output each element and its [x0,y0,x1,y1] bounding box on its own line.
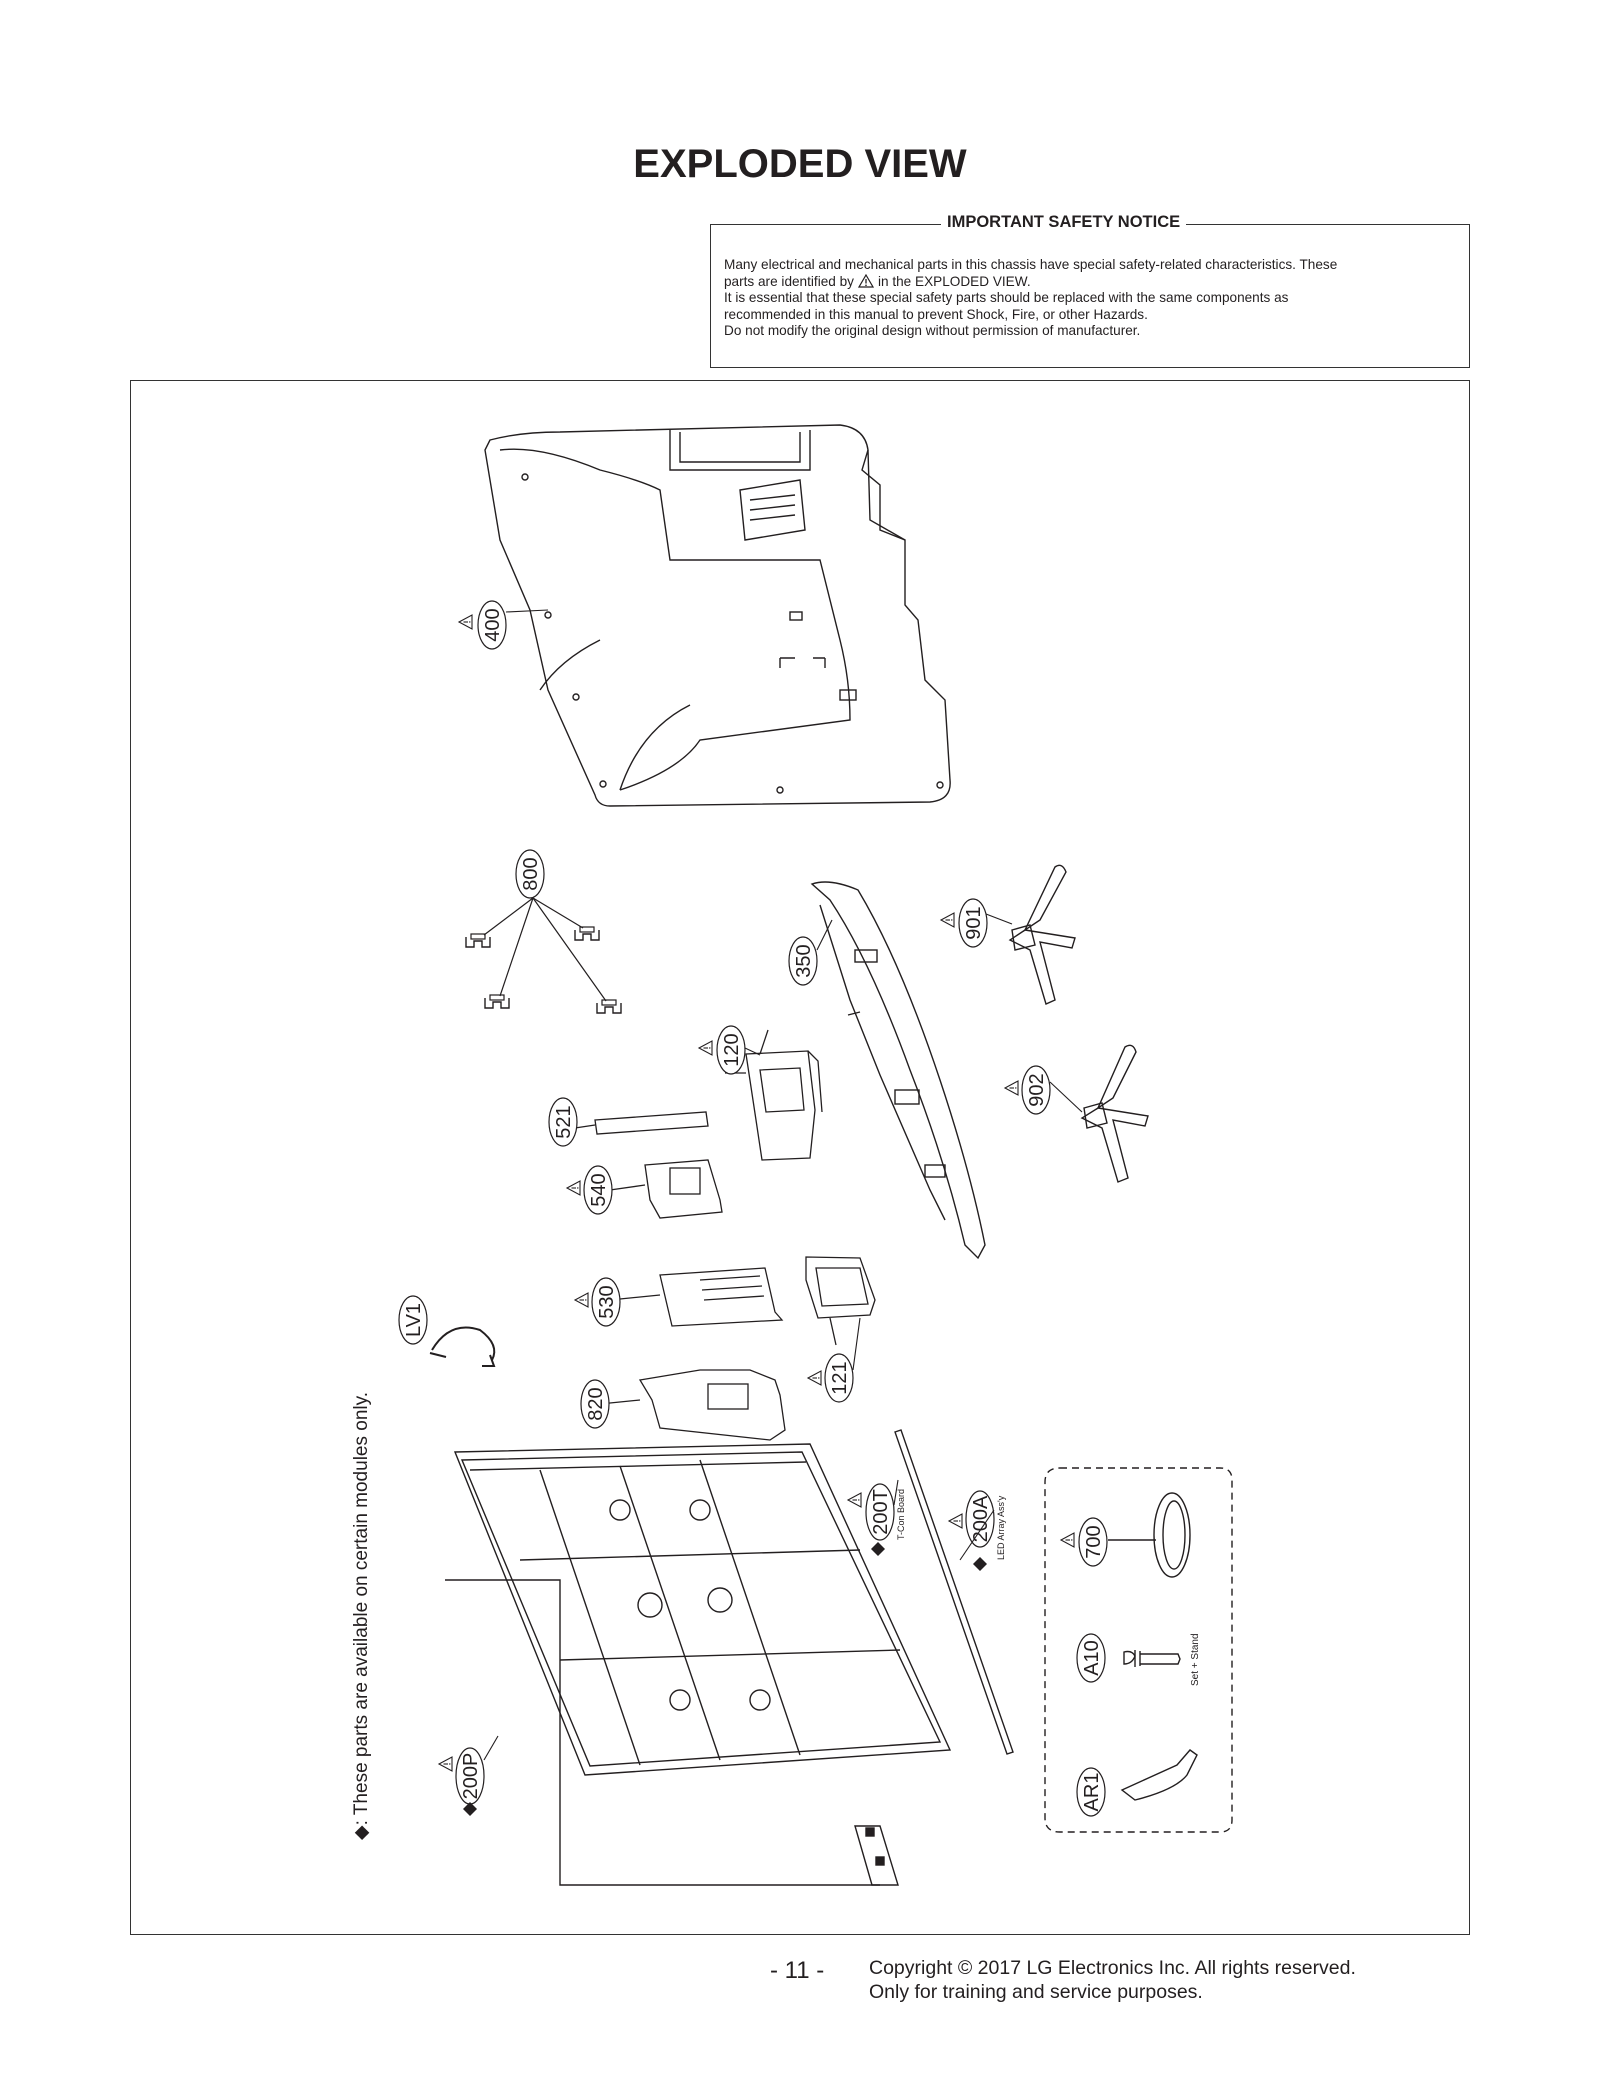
back-cover-drawing [484,424,951,807]
stand-foot-drawing [1008,864,1149,1183]
part-label-200t: 200T [865,1483,895,1541]
safety-notice-body: Many electrical and mechanical parts in … [724,257,1456,340]
notice-line-2-start: parts are identified by [724,273,854,289]
part-label-530: 530 [591,1277,621,1327]
modules-footnote: ◆: These parts are available on certain … [351,1392,372,1840]
lcd-module-drawing [445,1443,952,1886]
notice-line-3: It is essential that these special safet… [724,290,1289,305]
cable-drawing [429,1326,496,1367]
accessories-drawing [1044,1467,1233,1833]
part-label-521: 521 [548,1097,578,1147]
part-label-ar1-text: AR1 [1081,1773,1103,1812]
notice-line-4: recommended in this manual to prevent Sh… [724,306,1148,322]
tcon-sublabel: T-Con Board [896,1489,906,1540]
notice-line-2-end: in the EXPLODED VIEW. [877,273,1031,289]
part-label-700-text: 700 [1083,1525,1105,1558]
part-label-121: 121 [824,1353,854,1403]
part-label-800: 800 [515,849,545,899]
part-label-521-text: 521 [553,1105,575,1138]
part-label-120: 120 [716,1025,746,1075]
insulator-sheet-drawing [599,1369,786,1441]
part-label-540: 540 [583,1165,613,1215]
leader-lines [483,609,1083,1761]
part-label-200a-text: 200A [970,1495,992,1542]
part-label-530-text: 530 [596,1285,618,1318]
part-label-ar1: AR1 [1076,1767,1106,1817]
part-label-200p: 200P [455,1747,485,1805]
notice-line-1: Many electrical and mechanical parts in … [724,257,1338,272]
part-label-540-text: 540 [588,1173,610,1206]
part-label-200p-text: 200P [460,1753,482,1800]
part-label-350: 350 [788,936,818,986]
page-title: EXPLODED VIEW [633,142,967,186]
stand-sublabel: Set + Stand [1190,1633,1201,1686]
copyright-line-1: Copyright © 2017 LG Electronics Inc. All… [869,1957,1356,1979]
part-label-lv1-text: LV1 [403,1303,425,1337]
part-label-a10: A10 [1076,1633,1106,1683]
led-sublabel: LED Array Ass'y [996,1495,1006,1560]
part-label-902-text: 902 [1026,1073,1048,1106]
part-label-820-text: 820 [585,1387,607,1420]
safety-notice-box: IMPORTANT SAFETY NOTICE Many electrical … [710,213,1470,368]
circuit-boards-drawing [574,1111,784,1327]
part-label-350-text: 350 [793,944,815,977]
notice-line-5: Do not modify the original design withou… [724,323,1141,338]
part-label-901: 901 [958,898,988,948]
part-label-400-text: 400 [482,608,504,641]
part-label-121-text: 121 [829,1361,851,1394]
exploded-view-frame [130,380,1470,1935]
part-label-820: 820 [580,1379,610,1429]
part-label-200t-text: 200T [870,1489,892,1535]
part-label-800-text: 800 [520,857,542,890]
part-label-700: 700 [1078,1517,1108,1567]
part-label-400: 400 [477,600,507,650]
notice-line-2: parts are identified by in the EXPLODED V… [724,273,1456,291]
part-label-120-text: 120 [721,1033,743,1066]
warning-triangle-icon [857,273,874,288]
copyright-line-2: Only for training and service purposes. [869,1981,1203,2003]
part-label-a10-text: A10 [1081,1640,1103,1676]
stand-base-bracket-drawing [810,881,986,1260]
part-label-200a: 200A [965,1490,995,1548]
copyright-notice: Copyright © 2017 LG Electronics Inc. All… [869,1956,1356,2004]
led-bar-drawing [894,1429,1014,1755]
page-number: - 11 - [770,1957,825,1984]
part-label-901-text: 901 [963,906,985,939]
speaker-drawing [725,1029,876,1346]
part-label-lv1: LV1 [398,1295,428,1345]
part-labels: 400 800 901 350 120 902 [398,600,1201,1817]
safety-notice-heading: IMPORTANT SAFETY NOTICE [941,213,1187,232]
part-label-902: 902 [1021,1065,1051,1115]
bracket-drawing [465,897,622,1014]
